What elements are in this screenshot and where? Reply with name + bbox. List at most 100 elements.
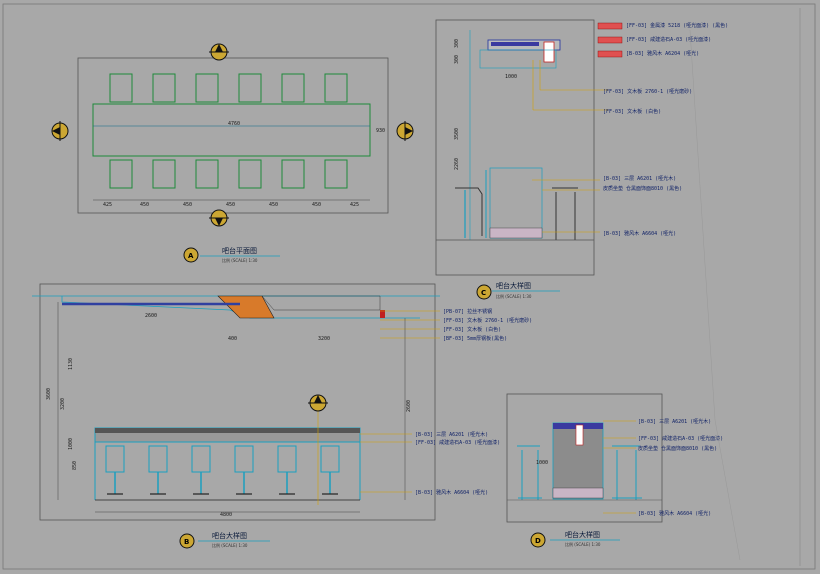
elevation-b-title: 吧台大样图 [212,531,247,540]
section-c-vdim: 2260 [454,158,460,170]
section-c-top-dim: 1000 [505,74,517,80]
plan-dim-label: 450 [312,202,321,208]
section-c-view: 1000 300 300 3500 2260 [FF-03] 金属漆 5218 (哑光… [435,19,728,300]
chair [281,73,305,103]
sheet-border [2,3,816,570]
legend-swatch [597,36,623,44]
counter-hatch [261,295,381,311]
counter-profile [61,296,420,319]
chair [195,73,219,103]
section-c-title: 吧台大样图 [496,281,531,290]
detail-d-callout: [B-03] 三层 A6201 (哑光木) [638,418,711,425]
plan-dim-label: 450 [183,202,192,208]
elevation-b-side-callout: [B-03] 雅风木 A6604 (哑光) [415,489,488,496]
plan-dim-labels: 425 450 450 450 450 450 425 [103,202,359,208]
section-c-vertical-dims: 300 300 3500 2260 [454,39,460,170]
elevation-b-vdim: 3200 [60,398,66,410]
legend-label: [FF-03] 咸建造石A-03 (哑光面漆) [626,36,711,43]
bar-stool [234,445,254,473]
section-c-legend: [FF-03] 金属漆 5218 (哑光面漆) (黑色) [FF-03] 咸建造石… [597,22,728,58]
counter-marker [380,310,385,318]
detail-d-callouts: [B-03] 三层 A6201 (哑光木) [FF-03] 咸建造石A-03 (哑… [603,418,723,517]
chair [324,73,348,103]
section-c-callout: [B-03] 雅风木 A6604 (哑光) [603,230,676,237]
section-marker-north [209,43,229,61]
section-c-badge [476,284,492,300]
chair [324,159,348,189]
section-c-callouts: [FF-03] 文木板 2760-1 (哑光磨砂)[FF-03] 文木板 (白色… [603,88,692,237]
section-c-vdim: 3500 [454,128,460,140]
elevation-b-view: [PB-07] 拉丝不锈钢 [FF-03] 文木板 2760-1 (哑光磨砂) [F… [32,283,532,549]
section-marker-south [209,209,229,227]
plan-scale: 比例 (SCALE) 1:30 [222,257,258,263]
detail-d-badge-letter: D [535,537,541,545]
elevation-b-callout: [PB-07] 拉丝不锈钢 [443,308,492,315]
detail-d-title: 吧台大样图 [565,530,600,539]
detail-d-view: 1000 [B-03] 三层 A6201 (哑光木) [FF-03] 咸建造石A-… [506,393,723,548]
plan-badge [183,247,199,263]
elevation-b-dim: 2600 [145,313,157,319]
table-width-label: 930 [376,128,385,134]
bar-counter-band [95,428,360,433]
legend-swatch [597,22,623,30]
detail-d-callout: [FF-03] 咸建造石A-03 (哑光面漆) [638,435,723,442]
chairs-bottom-row [109,159,348,189]
bar-stool-left [455,187,483,236]
section-marker-west [51,121,69,141]
counter-top-strip [491,42,539,46]
detail-d-badge [530,532,546,548]
plan-dim-label: 450 [269,202,278,208]
chair [109,73,133,103]
legend-swatch [597,50,623,58]
section-c-callout: 皮质坐垫 仓黑面饰面8010 (黑色) [603,185,682,192]
section-c-badge-letter: C [481,289,486,297]
elevation-b-scale: 比例 (SCALE) 1:30 [212,542,248,548]
chair [152,159,176,189]
bar-stool [277,445,297,473]
elevation-b-frame [39,283,436,521]
bar-stool [191,445,211,473]
elevation-b-side-callout: [B-03] 三层 A6201 (哑光木) [415,431,488,438]
elevation-b-badge-letter: B [184,538,189,546]
section-c-vdim: 300 [454,39,460,48]
chair [281,159,305,189]
section-c-vdim: 300 [454,55,460,64]
chair [238,73,262,103]
plan-dim-label: 450 [140,202,149,208]
elevation-b-badge [179,533,195,549]
chair [152,73,176,103]
plan-badge-letter: A [188,252,194,260]
counter-edge-detail [543,41,555,63]
legend-label: [FF-03] 金属漆 5218 (哑光面漆) (黑色) [626,22,728,29]
chair [238,159,262,189]
plan-frame [77,57,389,214]
elevation-b-vdim: 1130 [68,358,74,370]
elevation-b-dim: 3200 [318,336,330,342]
cabinet-base [489,227,543,239]
chair [195,159,219,189]
plan-dim-label: 425 [350,202,359,208]
table-length-label: 4760 [228,121,240,127]
lower-cabinet [489,167,543,239]
plan-dim-label: 450 [226,202,235,208]
elevation-b-vdim: 2600 [406,400,412,412]
plan-title: 吧台平面图 [222,246,257,255]
table-top [92,103,371,157]
elevation-b-callout: [FF-03] 文木板 2760-1 (哑光磨砂) [443,317,532,324]
section-c-callout: [B-03] 三层 A6201 (哑光木) [603,175,676,182]
bar-stool [320,445,340,473]
elevation-b-vdim: 850 [72,461,78,470]
plan-dim-label: 425 [103,202,112,208]
detail-stool-right [612,445,642,500]
sketch-line [689,29,741,561]
elevation-b-callout: [FF-03] 文木板 (白色) [443,326,501,333]
counter-end-block [217,295,275,319]
detail-d-frame [506,393,663,523]
detail-stool-left [517,445,542,500]
section-marker-b [308,394,328,412]
detail-vdim: 1000 [536,460,548,466]
elevation-b-vdim: 3600 [46,388,52,400]
plan-view: 4760 930 425 450 450 450 450 450 425 A 吧台平面图 比… [51,43,414,263]
